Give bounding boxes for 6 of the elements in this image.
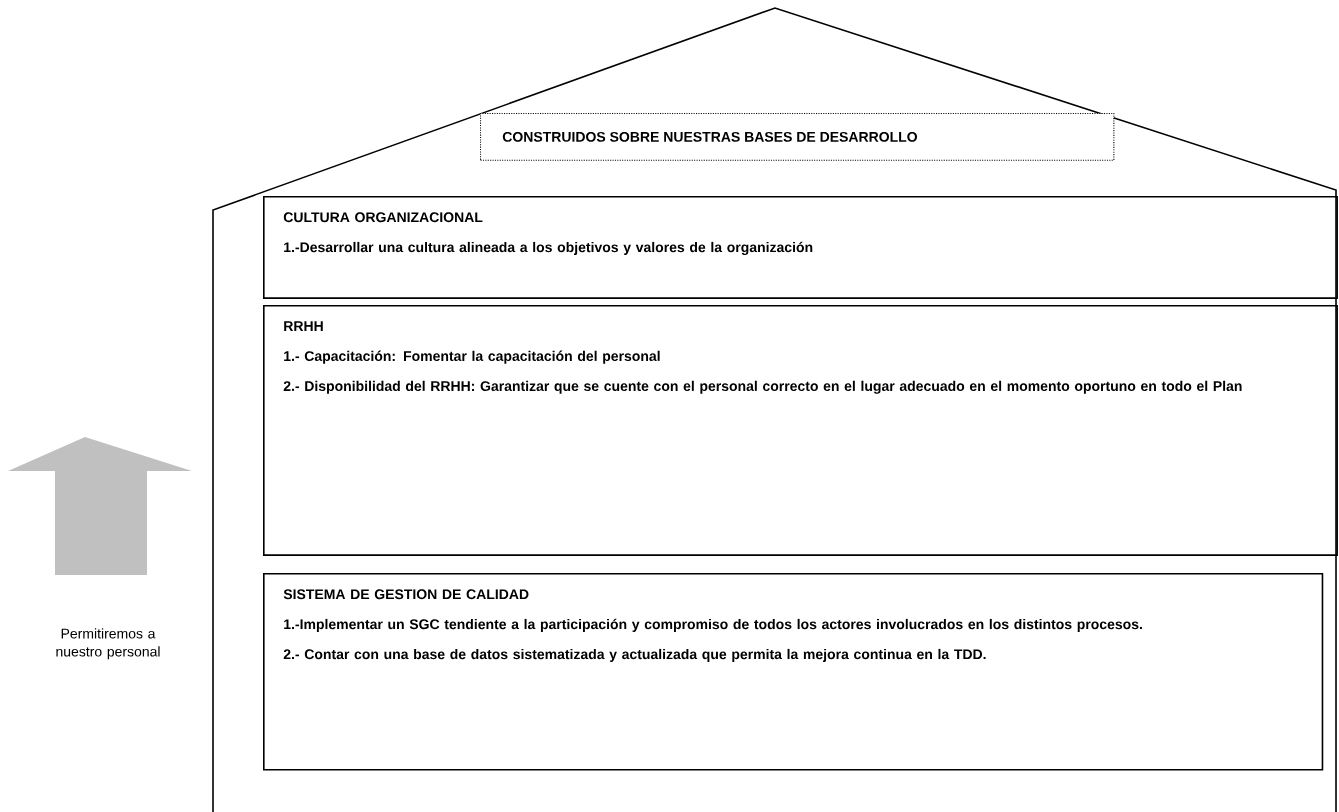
arrow-caption: Permitiremos a nuestro personal [56,628,160,660]
section-box: CULTURA ORGANIZACIONAL 1.-Desarrollar una cultura alineada a los objetivos y valores de la organización [263,196,1338,299]
section-box: SISTEMA DE GESTION DE CALIDAD 1.-Implementar un SGC tendiente a la participación y compromiso de todos los actores involucrados en los distintos procesos. 2.- Contar con una base de datos sistematizada y actualizada que permita la mejora continua en la TDD. [263,573,1324,771]
house-outline [212,7,1337,812]
title-box: CONSTRUIDOS SOBRE NUESTRAS BASES DE DESARROLLO [480,113,1115,161]
section-box: RRHH 1.- Capacitación: Fomentar la capacitación del personal 2.- Disponibilidad del RRHH: Garantizar que se cuente con el personal correcto en el lugar adecuado en el momento oportuno en todo el Plan [263,305,1338,556]
